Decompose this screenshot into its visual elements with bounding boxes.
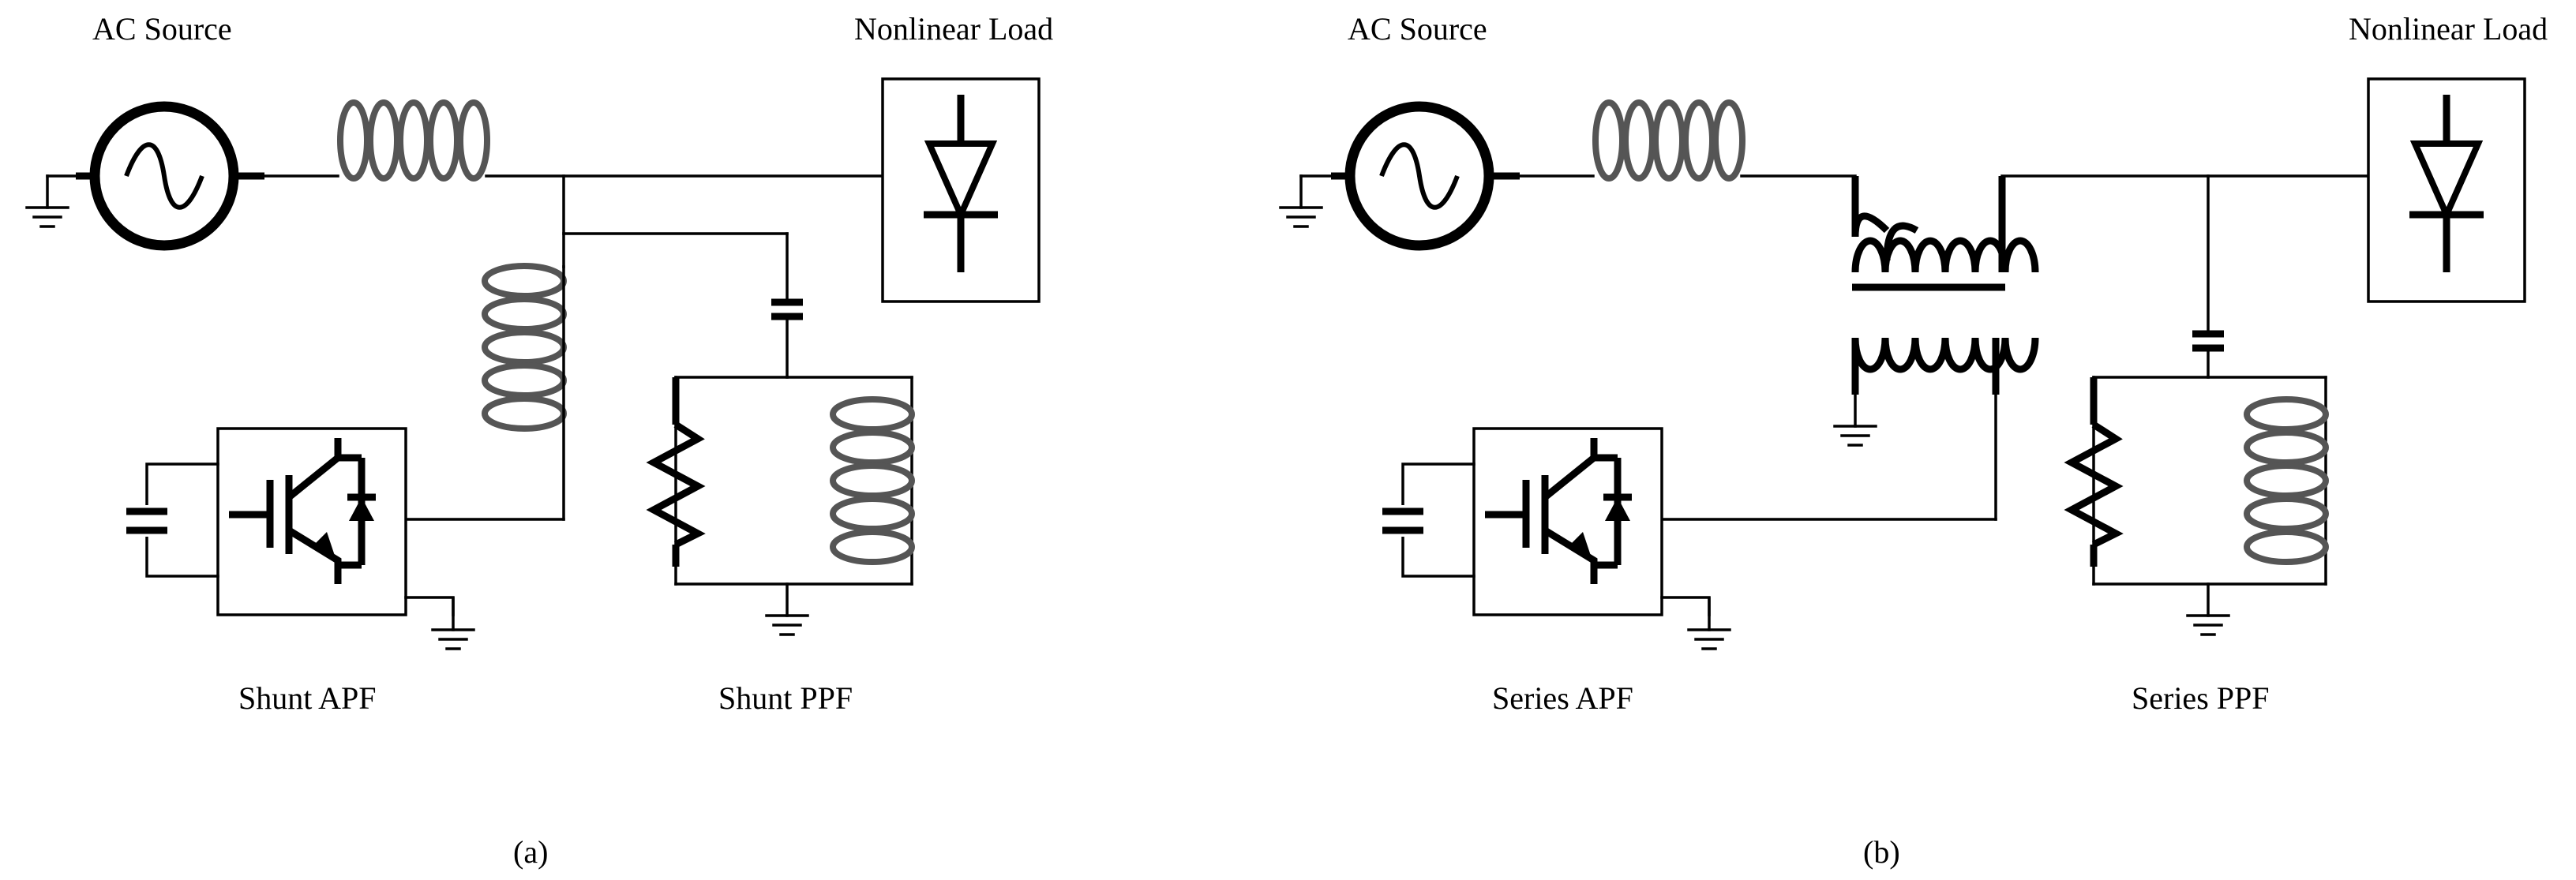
line-inductor-a bbox=[340, 103, 487, 178]
nonlinear-load-label-a: Nonlinear Load bbox=[854, 11, 1053, 47]
series-ppf-label: Series PPF bbox=[2132, 680, 2270, 716]
shunt-inductor-a bbox=[485, 266, 564, 429]
shunt-ppf-a bbox=[654, 232, 912, 636]
shunt-apf-a bbox=[216, 427, 407, 616]
dc-capacitor-a bbox=[126, 462, 219, 578]
dc-capacitor-b bbox=[1382, 462, 1475, 578]
panel-b: AC Source Nonlinear Load Series APF Seri… bbox=[1279, 11, 2548, 870]
line-inductor-b bbox=[1595, 103, 1742, 178]
ac-source-label-b: AC Source bbox=[1348, 11, 1487, 47]
series-apf-b bbox=[1472, 427, 1663, 616]
series-ppf-b bbox=[2072, 174, 2326, 636]
ac-source-label-a: AC Source bbox=[92, 11, 232, 47]
panel-a: AC Source Nonlinear Load Shunt APF Shunt… bbox=[25, 11, 1053, 870]
shunt-apf-label: Shunt APF bbox=[238, 680, 377, 716]
nonlinear-load-label-b: Nonlinear Load bbox=[2349, 11, 2548, 47]
nonlinear-load-b bbox=[2367, 77, 2526, 303]
shunt-ppf-label: Shunt PPF bbox=[718, 680, 853, 716]
series-transformer bbox=[1851, 176, 2039, 395]
caption-a: (a) bbox=[513, 834, 548, 870]
series-apf-label: Series APF bbox=[1492, 680, 1633, 716]
ac-source-b bbox=[1344, 101, 1494, 251]
caption-b: (b) bbox=[1863, 834, 1900, 870]
ac-source-a bbox=[89, 101, 239, 251]
nonlinear-load-a bbox=[881, 77, 1041, 303]
